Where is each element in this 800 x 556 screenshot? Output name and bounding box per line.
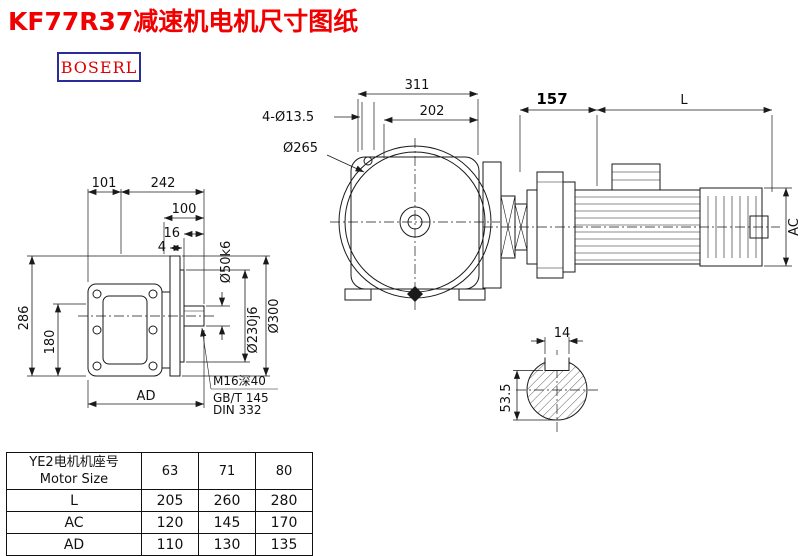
page-title: KF77R37减速机电机尺寸图纸: [8, 7, 359, 36]
dim-shaft-diameter: Ø50k6: [206, 241, 234, 340]
dim-16: 16: [163, 226, 205, 302]
dim-101-242: 101 242: [87, 176, 205, 304]
dim-flange-od: Ø300: [182, 255, 282, 377]
dim-265-label: Ø265: [283, 141, 318, 156]
foot-right: [458, 288, 486, 301]
tapped-hole-note: M16深40 GB/T 145 DIN 332: [200, 327, 278, 417]
dim-16-label: 16: [163, 226, 180, 241]
dim-AC-label: AC: [787, 218, 800, 236]
table-row-AC: AC 120 145 170: [6, 511, 313, 534]
dim-key-width: 14: [531, 326, 583, 354]
dim-4: 4: [158, 240, 183, 255]
table-row-L: L 205 260 280: [6, 489, 313, 512]
table-row-AD: AD 110 130 135: [6, 533, 313, 556]
cell-AC-80: 170: [255, 511, 313, 534]
dim-157-label: 157: [536, 90, 567, 108]
row-label-L: L: [6, 489, 142, 512]
dim-101-label: 101: [92, 176, 117, 191]
dim-L-label: L: [680, 93, 688, 108]
dim-AC: AC: [764, 187, 800, 267]
dim-14-label: 14: [554, 326, 571, 341]
dim-AD-label: AD: [137, 389, 156, 404]
cell-AC-63: 120: [141, 511, 199, 534]
shaft-section-view: 14 53.5: [499, 326, 600, 432]
dim-300-label: Ø300: [267, 298, 282, 333]
header-en: Motor Size: [39, 472, 109, 487]
terminal-box: [611, 163, 661, 191]
dim-bolt-holes-label: 4-Ø13.5: [262, 110, 314, 125]
dim-202-label: 202: [420, 104, 445, 119]
surface-finish-mark: [407, 286, 423, 302]
dim-286: 286: [17, 255, 172, 377]
dim-100-label: 100: [172, 202, 197, 217]
brand-logo: BOSERL: [57, 52, 141, 82]
dim-4-label: 4: [158, 240, 166, 255]
dim-50k6-label: Ø50k6: [219, 241, 234, 284]
size-col-63: 63: [141, 452, 199, 490]
motor-body: [574, 163, 701, 265]
cell-AD-80: 135: [255, 533, 313, 556]
dim-157-L: 157 L: [519, 90, 773, 192]
dim-flange-diameter: Ø265: [283, 141, 365, 173]
dim-311: 311: [357, 78, 479, 155]
dim-180: 180: [43, 303, 86, 377]
size-col-71: 71: [198, 452, 256, 490]
housing-inner-panel: [102, 295, 148, 365]
cell-AC-71: 145: [198, 511, 256, 534]
housing-rear-edge: [482, 161, 502, 289]
header-cn: YE2电机机座号: [29, 455, 119, 470]
cell-AD-63: 110: [141, 533, 199, 556]
tap-note-line3: DIN 332: [213, 403, 261, 417]
front-view: 311 202 4-Ø13.5 Ø265: [262, 78, 800, 312]
size-col-80: 80: [255, 452, 313, 490]
dim-key-depth: 53.5: [499, 370, 555, 421]
dim-230j6-label: Ø230j6: [246, 307, 261, 354]
cell-L-71: 260: [198, 489, 256, 512]
dim-spigot-diameter: Ø230j6: [186, 269, 261, 363]
dim-bolt-holes: 4-Ø13.5: [262, 102, 375, 150]
foot-left: [344, 288, 372, 301]
housing-neck: [161, 291, 171, 369]
keyway: [544, 357, 570, 371]
dim-100: 100: [163, 202, 205, 254]
dim-180-label: 180: [43, 330, 58, 355]
row-label-AC: AC: [6, 511, 142, 534]
dim-AD: AD: [87, 330, 205, 408]
motor-size-table: YE2电机机座号 Motor Size 63 71 80 L 205 260 2…: [6, 452, 313, 556]
motor-cooling-fins: [575, 196, 700, 261]
brand-logo-text: BOSERL: [60, 57, 138, 77]
table-header-row: YE2电机机座号 Motor Size 63 71 80: [6, 452, 313, 490]
dim-53-5-label: 53.5: [499, 384, 514, 413]
table-header-motor-size: YE2电机机座号 Motor Size: [6, 452, 142, 490]
dim-242-label: 242: [151, 176, 176, 191]
cell-AD-71: 130: [198, 533, 256, 556]
bolt-hole: [363, 156, 373, 166]
row-label-AD: AD: [6, 533, 142, 556]
cell-L-80: 280: [255, 489, 313, 512]
motor-flange: [536, 171, 576, 279]
housing-bolts: [92, 289, 158, 371]
dim-202: 202: [383, 104, 479, 158]
side-view: 101 242 100 16 4 286: [17, 176, 282, 417]
dim-286-label: 286: [17, 306, 32, 331]
tap-note-line1: M16深40: [213, 374, 266, 388]
tap-note-line2: GB/T 145: [213, 391, 269, 405]
cell-L-63: 205: [141, 489, 199, 512]
dim-311-label: 311: [405, 78, 430, 93]
